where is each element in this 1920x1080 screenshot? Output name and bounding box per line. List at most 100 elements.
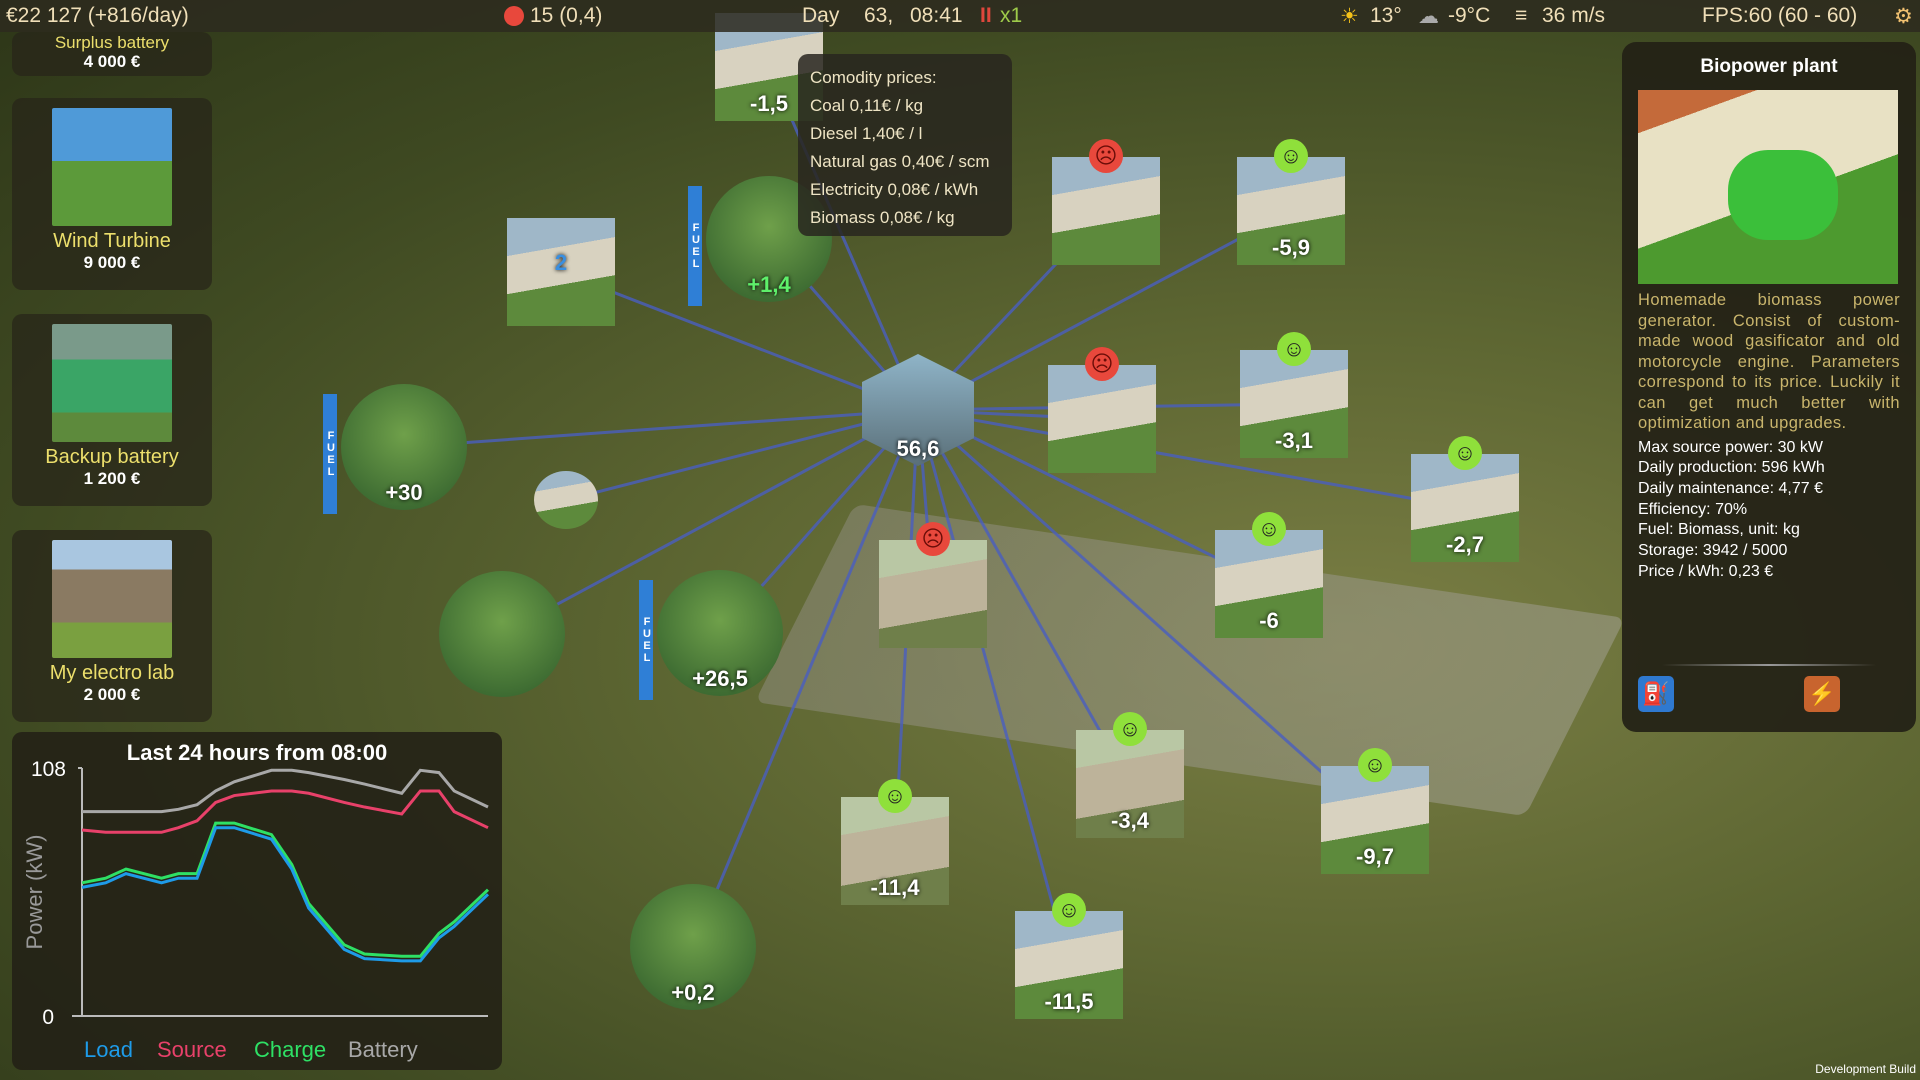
refuel-button[interactable]: ⛽ xyxy=(1638,676,1674,712)
node-house-6[interactable]: -6☺ xyxy=(1215,512,1323,638)
node-power-value: +0,2 xyxy=(671,980,715,1005)
happy-face-icon: ☺ xyxy=(1113,712,1147,746)
stat-efficiency: Efficiency: 70% xyxy=(1638,500,1748,518)
shop-item-electro-lab[interactable]: My electro lab 2 000 € xyxy=(12,530,212,722)
node-wind-turbine[interactable] xyxy=(439,571,565,697)
wind-speed: 36 m/s xyxy=(1542,4,1606,27)
cloud-snow-icon: ☁ xyxy=(1418,5,1439,28)
node-solar[interactable]: +0,2 xyxy=(630,884,756,1010)
node-small-battery[interactable] xyxy=(534,471,598,529)
node-power-value: -3,4 xyxy=(1111,808,1149,833)
stat-max-power: Max source power: 30 kW xyxy=(1638,438,1823,456)
happy-face-icon: ☺ xyxy=(1052,893,1086,927)
biopower-plant-image xyxy=(1638,90,1898,284)
node-power-value: -5,9 xyxy=(1272,235,1310,260)
building-info-panel: Biopower plant Homemade biomass power ge… xyxy=(1622,42,1916,732)
happy-face-icon: ☺ xyxy=(878,779,912,813)
power-line xyxy=(560,270,919,412)
node-house-7[interactable]: -9,7☺ xyxy=(1321,748,1429,874)
upgrade-power-button[interactable]: ⚡ xyxy=(1804,676,1840,712)
node-cabin-3[interactable]: -11,4☺ xyxy=(841,779,949,905)
hub-image xyxy=(862,354,974,466)
tooltip-item: Diesel 1,40€ / l xyxy=(810,124,923,143)
series-line-charge xyxy=(81,821,490,958)
house-8-image xyxy=(1015,911,1123,1019)
node-house-5[interactable]: -2,7 ☺ xyxy=(1411,436,1519,562)
house-7-image xyxy=(1321,766,1429,874)
node-power-value: -1,5 xyxy=(750,91,788,116)
legend-battery: Battery xyxy=(348,1037,418,1062)
power-line xyxy=(917,209,1292,412)
node-cabin-2[interactable]: -3,4 ☺ xyxy=(1076,712,1184,838)
money: €22 127 (+816/day) xyxy=(6,4,189,27)
shop-item-price: 9 000 € xyxy=(83,253,141,272)
power-line xyxy=(565,408,919,502)
wind-turbine-image xyxy=(439,571,565,697)
fps-counter: FPS:60 (60 - 60) xyxy=(1702,4,1858,27)
power-chart: Last 24 hours from 08:00 108 0 Power (kW) Lo… xyxy=(12,732,502,1070)
house-3-image xyxy=(1048,365,1156,473)
fuel-gauge: FUEL xyxy=(639,580,653,700)
y-axis-label: Power (kW) xyxy=(22,835,47,950)
electro-lab-image xyxy=(507,218,615,326)
shop-item-surplus-battery[interactable]: Surplus battery 4 000 € xyxy=(12,32,212,76)
panel-description: Homemade biomass power generator. Consis… xyxy=(1638,291,1900,432)
node-generator-yellow[interactable]: +26,5 FUEL xyxy=(639,570,783,700)
power-line xyxy=(767,66,920,411)
happy-face-icon: ☺ xyxy=(1277,332,1311,366)
house-6-image xyxy=(1215,530,1323,638)
stat-storage: Storage: 3942 / 5000 xyxy=(1638,542,1788,560)
node-house-1[interactable]: ☹ xyxy=(1052,139,1160,265)
solar-image xyxy=(630,884,756,1010)
node-house-4[interactable]: -3,1 ☺ xyxy=(1240,332,1348,458)
shop-item-backup-battery[interactable]: Backup battery 1 200 € xyxy=(12,314,212,506)
happy-face-icon: ☺ xyxy=(1448,436,1482,470)
series-line-source xyxy=(81,789,489,834)
commodity-prices-tooltip: Comodity prices: Coal 0,11€ / kg Diesel … xyxy=(798,54,1012,236)
gear-icon[interactable]: ⚙ xyxy=(1894,5,1913,28)
stat-fuel: Fuel: Biomass, unit: kg xyxy=(1638,521,1800,539)
power-line xyxy=(403,408,919,449)
lightning-icon: ⚡ xyxy=(1808,681,1836,706)
node-power-value: +26,5 xyxy=(692,666,748,691)
node-electro-lab[interactable]: 2 xyxy=(507,218,615,326)
shop-item-price: 2 000 € xyxy=(83,685,141,704)
node-cabin-1[interactable]: ☹ xyxy=(879,522,987,648)
sun-icon: ☀ xyxy=(1340,5,1359,28)
clock: 08:41 xyxy=(910,4,963,27)
y-tick-label: 108 xyxy=(31,758,66,781)
pause-button[interactable]: II xyxy=(980,4,992,27)
min-temperature: -9°C xyxy=(1448,4,1491,27)
divider xyxy=(1662,664,1876,666)
house-4-image xyxy=(1240,350,1348,458)
node-power-value: +30 xyxy=(385,480,423,505)
temperature: 13° xyxy=(1370,4,1402,27)
node-power-value: -2,7 xyxy=(1446,532,1484,557)
node-house-2[interactable]: -5,9☺ xyxy=(1237,139,1345,265)
chart-title: Last 24 hours from 08:00 xyxy=(127,740,387,765)
y-tick-label: 0 xyxy=(42,1006,54,1029)
legend-load: Load xyxy=(84,1037,133,1062)
power-line xyxy=(917,408,1270,586)
house-1-image xyxy=(1052,157,1160,265)
stat-daily-production: Daily production: 596 kWh xyxy=(1638,459,1825,477)
biopower-image xyxy=(341,384,467,510)
legend-source: Source xyxy=(157,1037,227,1062)
tooltip-item: Electricity 0,08€ / kWh xyxy=(810,180,979,199)
house-2-image xyxy=(1237,157,1345,265)
series-line-battery xyxy=(82,768,489,814)
angry-face-icon: ☹ xyxy=(916,522,950,556)
shop-item-name: Wind Turbine xyxy=(53,230,171,252)
shop-item-wind-turbine[interactable]: Wind Turbine 9 000 € xyxy=(12,98,212,290)
node-house-3[interactable]: ☹ xyxy=(1048,347,1156,473)
node-hub[interactable]: 56,6 xyxy=(862,354,974,466)
node-power-value: -3,1 xyxy=(1275,428,1313,453)
panel-title: Biopower plant xyxy=(1700,56,1838,77)
cabin-1-image xyxy=(879,540,987,648)
speed-button[interactable]: x1 xyxy=(1000,4,1023,27)
node-house-8[interactable]: -11,5☺ xyxy=(1015,893,1123,1019)
tooltip-item: Coal 0,11€ / kg xyxy=(810,96,924,115)
fuel-gauge: FUEL xyxy=(688,186,702,306)
small-battery-image xyxy=(534,471,598,529)
